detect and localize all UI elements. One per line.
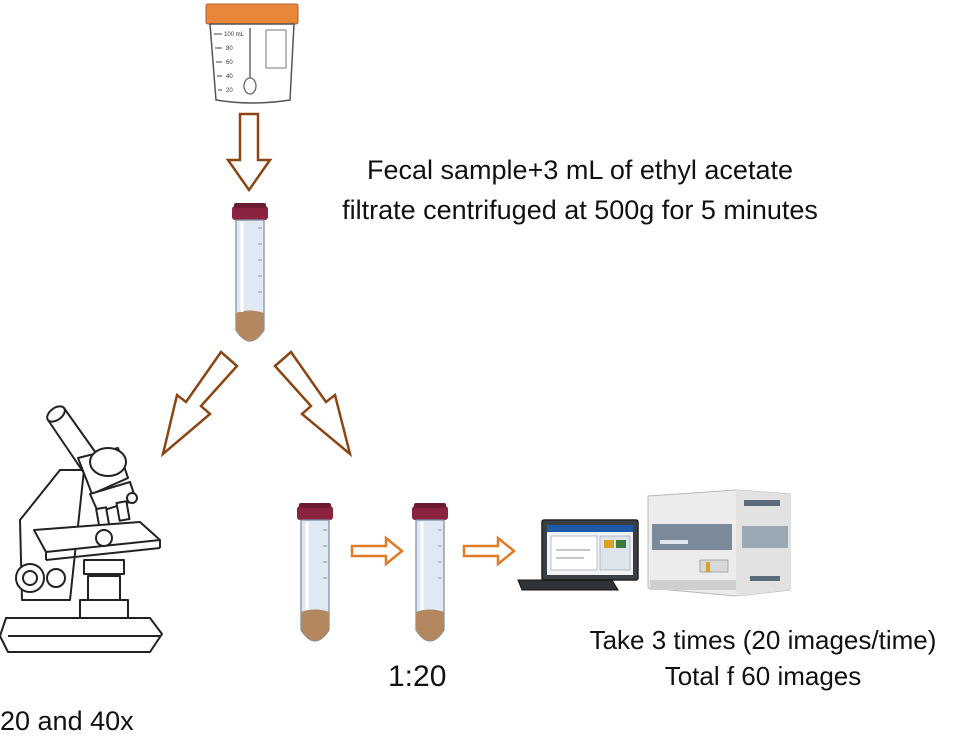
centrifuge-tube-icon [412, 503, 448, 642]
specimen-cup-icon: 100 mL 80 60 40 20 [205, 3, 299, 104]
cup-scale-20: 20 [226, 88, 233, 94]
microscope-icon [0, 405, 163, 653]
centrifuge-step-label: Fecal sample+3 mL of ethyl acetate filtr… [300, 150, 860, 230]
analyzer-step-label: Take 3 times (20 images/time) Total f 60… [548, 622, 968, 694]
centrifuge-tube-icon [297, 503, 333, 642]
computer-workstation-icon [517, 519, 639, 591]
dilution-ratio-label: 1:20 [388, 660, 447, 693]
right-arrow-icon [350, 535, 404, 567]
analyzer-step-line2: Total f 60 images [664, 661, 862, 691]
automated-analyzer-icon [647, 489, 791, 597]
down-arrow-icon [225, 112, 273, 193]
down-right-arrow-icon [273, 350, 353, 458]
right-arrow-icon [462, 535, 516, 567]
cup-scale-80: 80 [226, 46, 233, 52]
centrifuge-step-line1: Fecal sample+3 mL of ethyl acetate [367, 155, 793, 185]
cup-scale-100: 100 mL [224, 32, 245, 38]
analyzer-step-line1: Take 3 times (20 images/time) [589, 625, 937, 655]
centrifuge-step-line2: filtrate centrifuged at 500g for 5 minut… [342, 195, 818, 225]
down-left-arrow-icon [160, 350, 239, 458]
microscope-magnification-label: 20 and 40x [0, 706, 134, 736]
cup-scale-60: 60 [226, 60, 233, 66]
cup-scale-40: 40 [226, 74, 233, 80]
centrifuge-tube-icon [232, 203, 268, 342]
cup-scale: 100 mL 80 60 40 20 [214, 32, 245, 94]
